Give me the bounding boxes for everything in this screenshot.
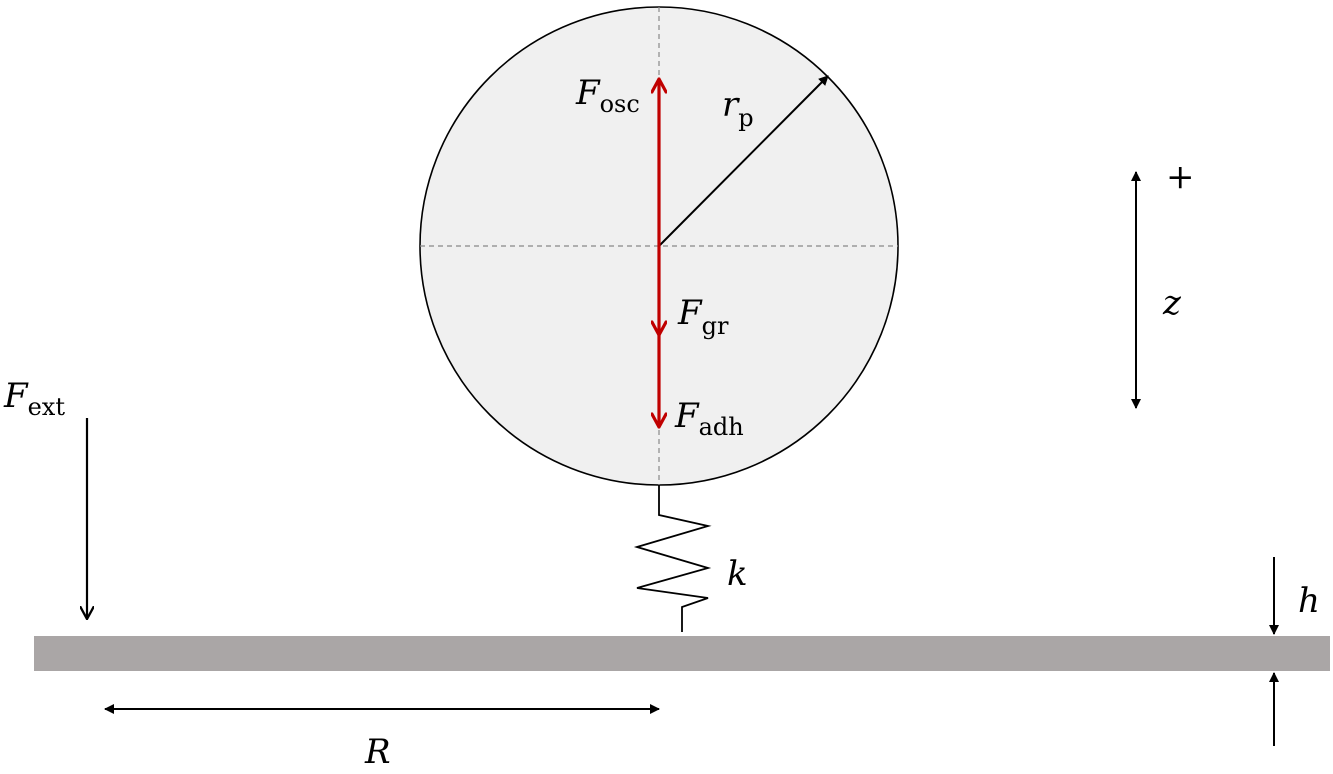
f-ext-label: Fext <box>3 376 65 421</box>
R-label: R <box>364 732 391 769</box>
h-label: h <box>1298 581 1320 621</box>
z-label: z <box>1162 283 1182 323</box>
radius-arrow <box>658 75 829 247</box>
k-label: k <box>727 554 748 594</box>
plus-label: + <box>1166 157 1195 197</box>
substrate <box>34 636 1330 671</box>
r-p-label: rp <box>722 85 754 132</box>
f-gr-label: Fgr <box>677 293 729 340</box>
spring <box>633 485 712 632</box>
f-adh-label: Fadh <box>674 396 744 441</box>
f-osc-label: Fosc <box>575 73 640 118</box>
